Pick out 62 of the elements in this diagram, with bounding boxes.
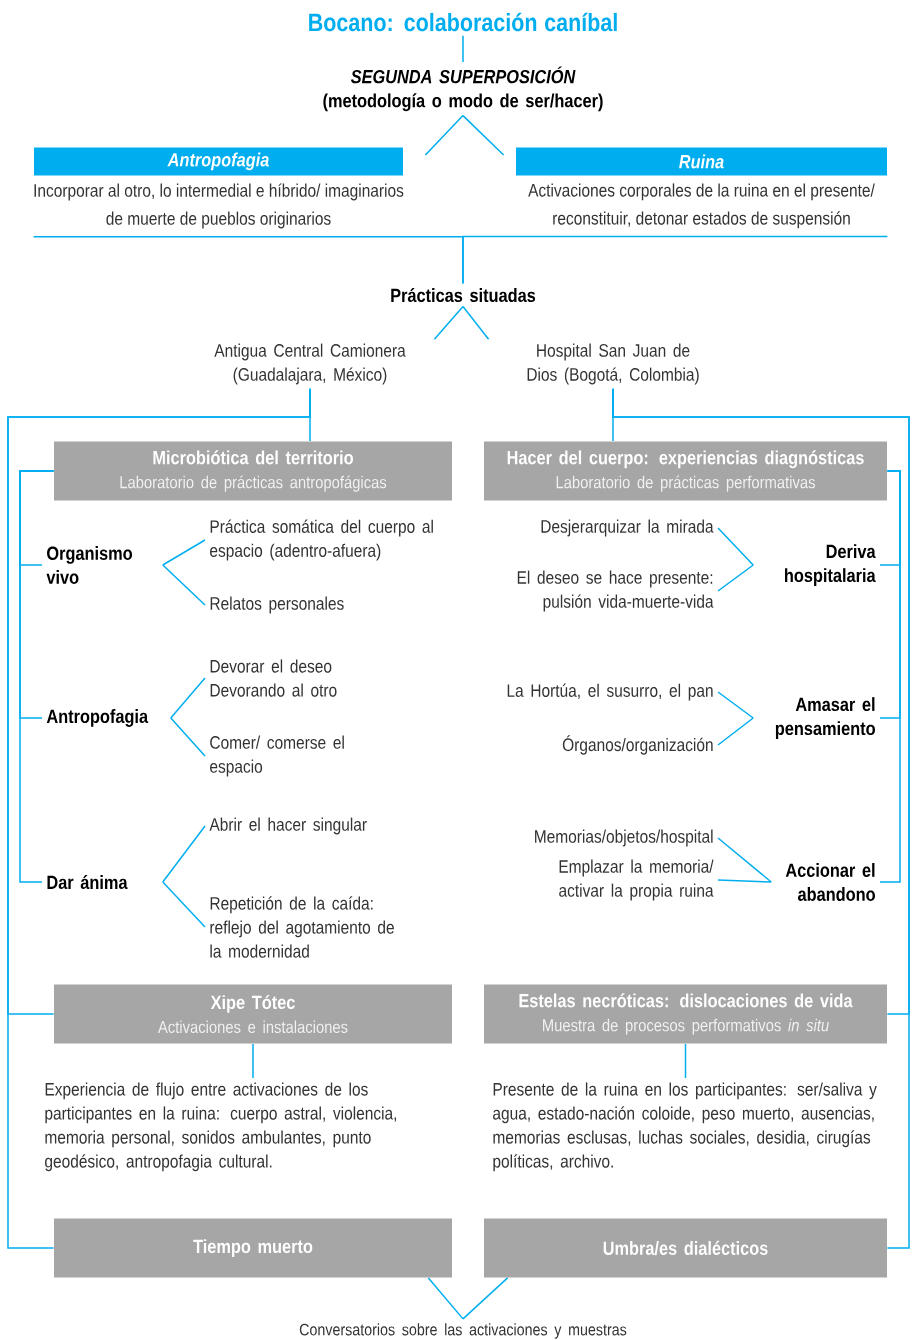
connector-line — [684, 1043, 687, 1079]
place-text: Hospital San Juan de Dios (Bogotá, Colombia) — [527, 343, 699, 385]
section-box: Microbiótica del territorio Laboratorio de prácticas antropofágicas — [54, 441, 452, 501]
item-text: El deseo se hace presente: pulsión vida-muerte-vida — [517, 570, 714, 612]
connector-line — [462, 34, 464, 63]
branch-label: Dar ánima — [47, 874, 128, 890]
node-label: Incorporar al otro, lo intermedial e híbrido/ imaginarios de muerte de pueblos originarios — [34, 183, 404, 229]
place-text: Antigua Central Camionera (Guadalajara, México) — [214, 343, 406, 385]
item-text: Comer/ comerse el espacio — [210, 735, 344, 777]
connector-line — [717, 527, 754, 566]
branch-label: Amasar el pensamiento — [775, 697, 875, 739]
section-box: Hacer del cuerpo: experiencias diagnósticas Laboratorio de prácticas performativas — [484, 441, 887, 501]
connector-line — [162, 825, 206, 883]
description-text: Experiencia de flujo entre activaciones de los participantes en la ruina: cuerpo astral, violencia, memoria personal, sonidos ambulantes, punto geodésico, antropofagia cultural. — [45, 1082, 397, 1172]
connector-line — [612, 388, 910, 1249]
connector-line — [170, 677, 206, 719]
connector-line — [879, 470, 901, 883]
branch-label: Prácticas situadas — [391, 287, 536, 303]
title-heading: Bocano: colaboración caníbal — [309, 12, 617, 32]
connector-line — [717, 691, 754, 719]
connector-line — [162, 881, 206, 928]
item-text: Desjerarquizar la mirada — [541, 519, 714, 537]
section-box: Xipe Tótec Activaciones e instalaciones — [54, 984, 452, 1044]
item-text: Práctica somática del cuerpo al espacio (adentro-afuera) — [210, 519, 433, 561]
item-text: Abrir el hacer singular — [209, 817, 367, 835]
connector-line — [433, 305, 464, 340]
connector-line — [462, 1277, 509, 1320]
connector-line — [462, 235, 889, 285]
description-text: Presente de la ruina en los participantes: ser/saliva y agua, estado-nación coloide, peso muerto, ausencias, memorias esclusas, luchas sociales, desidia, cirugías políticas, archivo. — [493, 1082, 877, 1172]
footer-text: Conversatorios sobre las activaciones y muestras — [299, 1323, 627, 1339]
section-heading: SEGUNDA SUPERPOSICIÓN (metodología o modo de ser/hacer) — [323, 66, 603, 112]
connector-line — [252, 1043, 254, 1079]
connector-line — [427, 1277, 464, 1320]
item-text: Devorar el deseo Devorando al otro — [210, 659, 337, 697]
connector-line — [162, 564, 206, 606]
node-label: Activaciones corporales de la ruina en el presente/ reconstituir, detonar estados de suspensión — [528, 183, 875, 229]
branch-label: Antropofagia — [46, 709, 149, 727]
section-box: Estelas necróticas: dislocaciones de vida Muestra de procesos performativos in situ — [484, 984, 887, 1044]
connector-line — [7, 388, 311, 1249]
connector-line — [717, 717, 754, 746]
category-band: Ruina Activaciones corporales de la ruina en el presente/ reconstituir, detonar estados de suspensión — [516, 147, 887, 229]
connector-line — [717, 837, 772, 883]
item-text: La Hortúa, el susurro, el pan — [507, 683, 713, 701]
section-box: Tiempo muerto — [54, 1218, 452, 1278]
section-box: Umbra/es dialécticos — [484, 1218, 887, 1278]
connector-line — [462, 114, 505, 156]
connector-line — [424, 114, 464, 156]
connector-line — [717, 564, 754, 592]
item-text: Órganos/organización — [562, 735, 713, 755]
item-text: Repetición de la caída: reflejo del agotamiento de la modernidad — [210, 896, 394, 958]
item-text: Memorias/objetos/hospital — [535, 829, 713, 847]
connector-line — [462, 305, 490, 340]
connector-line — [162, 539, 206, 566]
connector-line — [170, 717, 206, 757]
connector-line — [19, 470, 55, 883]
branch-label: Deriva hospitalaria — [785, 544, 876, 586]
connector-line — [717, 879, 772, 883]
branch-label: Accionar el abandono — [785, 863, 875, 901]
category-band: Antropofagia Incorporar al otro, lo intermedial e híbrido/ imaginarios de muerte de pueblos originarios — [34, 147, 404, 229]
item-text: Emplazar la memoria/ activar la propia ruina — [559, 859, 714, 901]
branch-label: Organismo vivo — [46, 546, 132, 584]
item-text: Relatos personales — [210, 596, 344, 614]
